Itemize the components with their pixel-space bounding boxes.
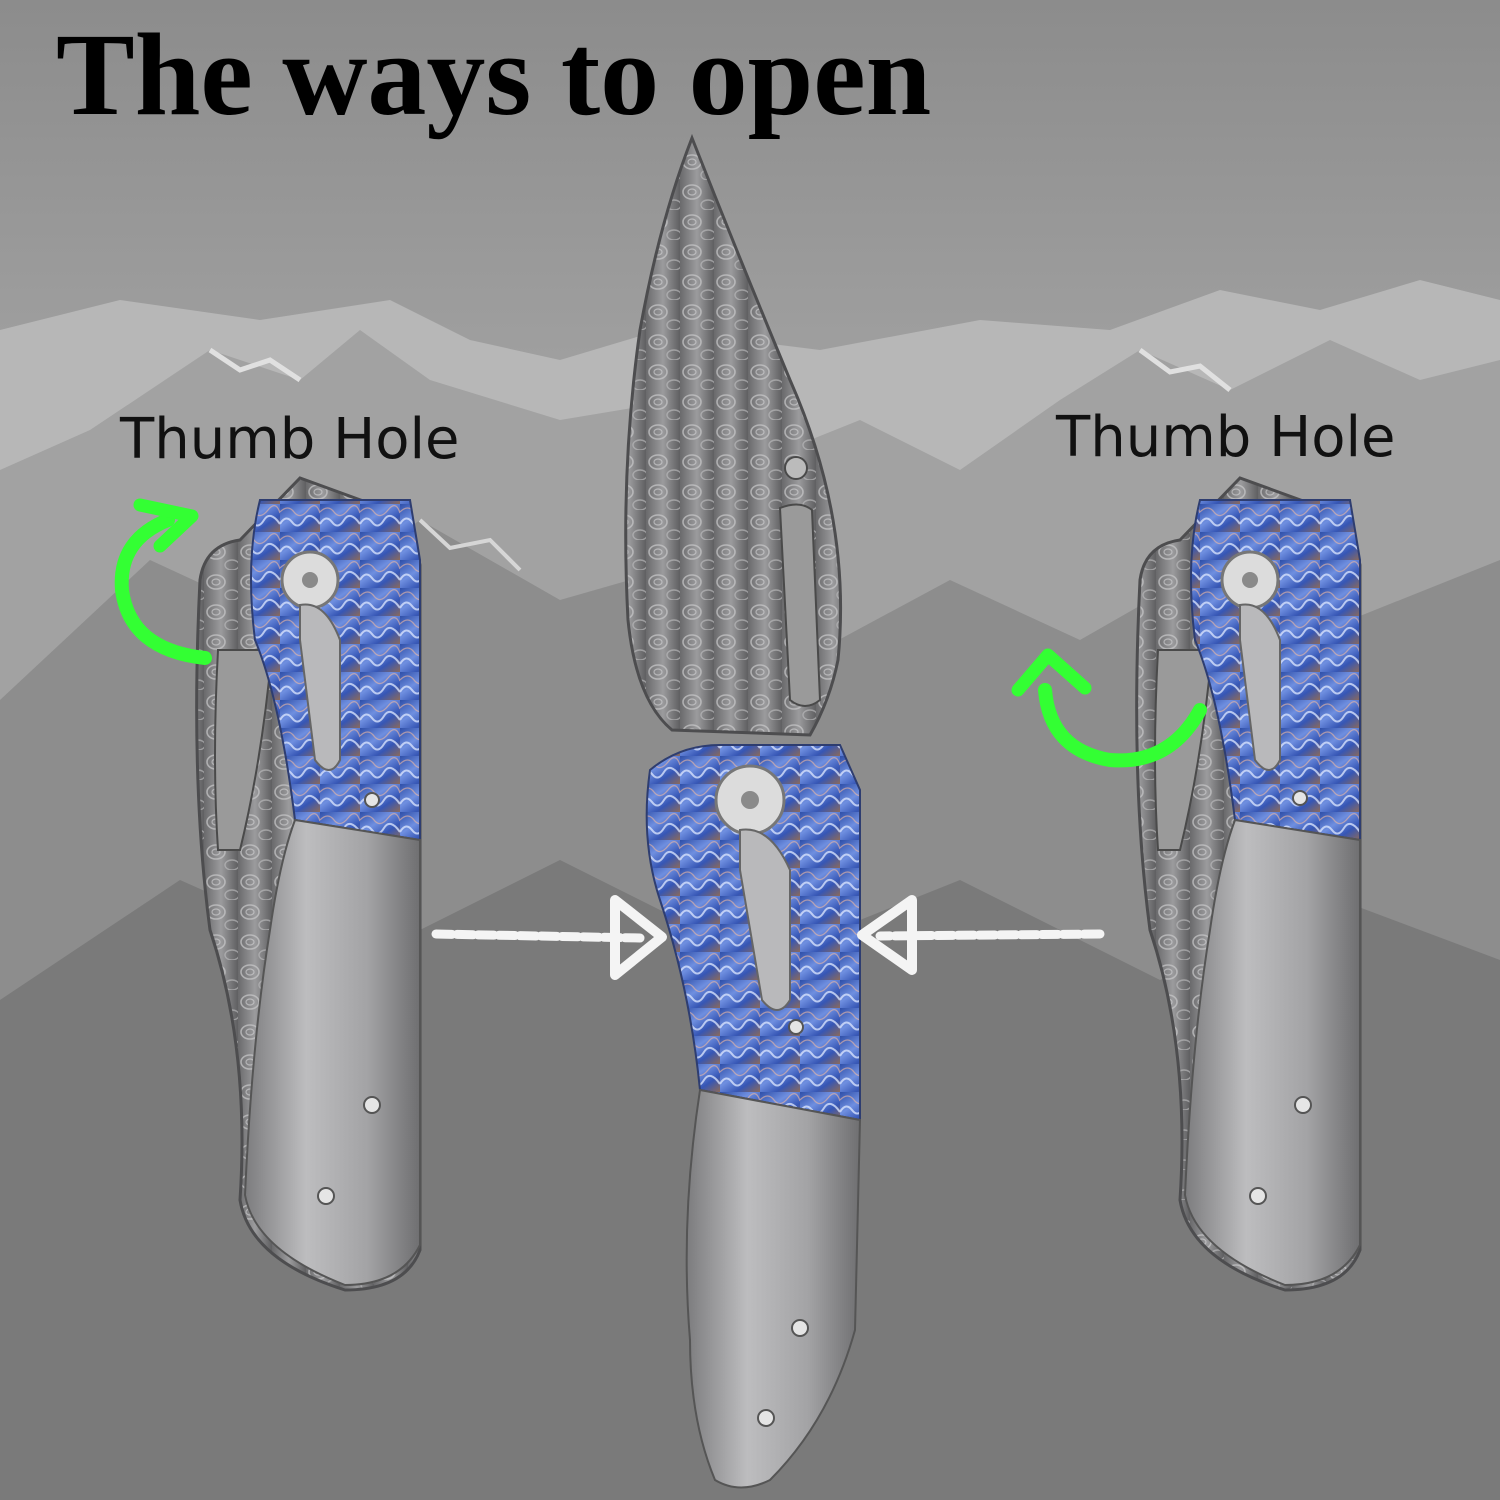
- stop-pin-center: [784, 456, 808, 480]
- knife-left: [195, 476, 422, 1292]
- knife-right: [1135, 476, 1362, 1292]
- knife-center: [624, 133, 862, 1489]
- screw-center-2: [757, 1409, 775, 1427]
- flipper-tab-right: [1239, 603, 1281, 771]
- screw-left-1: [363, 1096, 381, 1114]
- arrow-left-icon: [857, 895, 1105, 975]
- thumb-hole-center: [778, 503, 822, 707]
- handle-steel-center: [685, 1088, 862, 1489]
- handle-steel-right: [1183, 818, 1361, 1287]
- screw-right-1: [1294, 1096, 1312, 1114]
- screw-center-3: [788, 1019, 804, 1035]
- thumb-hole-left: [214, 649, 274, 851]
- screw-left-2: [317, 1187, 335, 1205]
- curved-arrow-icon-right: [1011, 648, 1207, 768]
- flipper-tab-left: [299, 603, 341, 771]
- page-title: The ways to open: [56, 9, 932, 140]
- rotate-arrow-left: [114, 513, 212, 665]
- arrow-right-icon: [431, 895, 667, 980]
- handle-steel-left: [243, 818, 421, 1287]
- screw-left-3: [364, 792, 380, 808]
- screw-right-2: [1249, 1187, 1267, 1205]
- thumb-hole-label-right: Thumb Hole: [1056, 405, 1396, 470]
- screw-right-3: [1292, 790, 1308, 806]
- rotate-arrow-right: [1038, 683, 1207, 768]
- thumb-hole-label-left: Thumb Hole: [120, 407, 460, 472]
- screw-center-1: [791, 1319, 809, 1337]
- curved-arrow-icon: [114, 498, 212, 665]
- push-arrow-left: [431, 929, 645, 943]
- flipper-tab-center: [739, 828, 791, 1011]
